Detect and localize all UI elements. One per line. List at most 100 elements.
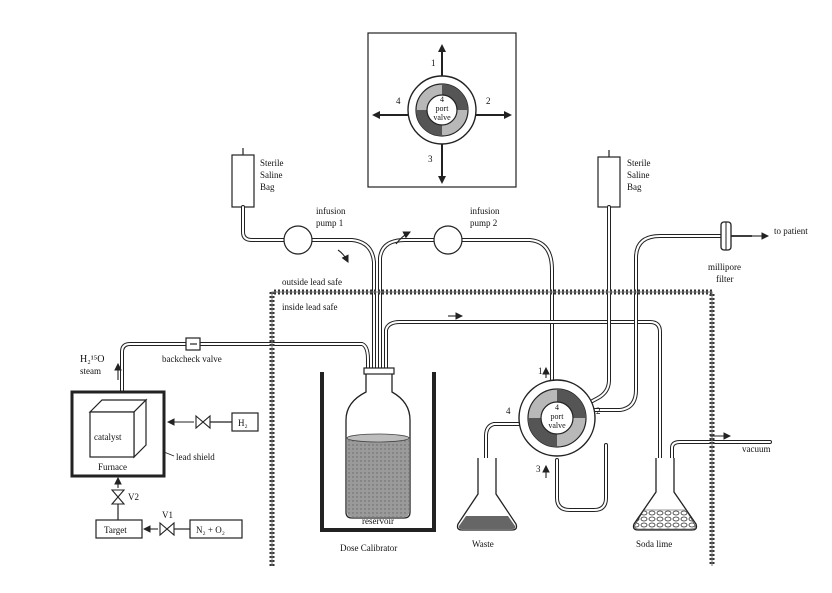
h2o-steam-word: steam: [80, 366, 101, 376]
main-valve-dark-sector-2: [528, 418, 557, 447]
furnace: catalyst Furnace lead shield: [70, 390, 215, 478]
h2o-steam-formula: H₂¹⁵O: [80, 354, 104, 365]
tube-valve-to-patient-inner: [594, 235, 721, 411]
inside-lead-safe-label: inside lead safe: [282, 302, 337, 312]
waste-flask-liquid: [458, 516, 516, 529]
right-bag-label-2: Saline: [627, 170, 650, 180]
outside-lead-safe-label: outside lead safe: [282, 277, 342, 287]
inset-port-2: 2: [486, 96, 491, 106]
soda-lime-flask: Soda lime: [632, 458, 698, 549]
lead-safe-wall-inner: [271, 291, 713, 566]
inset-port-4: 4: [396, 96, 401, 106]
main-valve-port-3: 3: [536, 464, 541, 474]
reservoir-cap: [363, 367, 395, 375]
left-bag-body: [231, 154, 255, 208]
lead-shield-label: lead shield: [176, 452, 215, 462]
catalyst-label: catalyst: [94, 432, 122, 442]
tube-valve-bottom-loop-inner: [556, 444, 607, 511]
soda-lime-label: Soda lime: [636, 539, 672, 549]
inset-port-1: 1: [431, 58, 436, 68]
inset-valve-label-2: port: [436, 104, 450, 113]
left-bag-label-3: Bag: [260, 182, 275, 192]
inset-valve-label-3: valve: [433, 113, 451, 122]
tube-reservoir-to-valve: [384, 320, 662, 472]
pump-1-label-1: infusion: [316, 206, 346, 216]
v1-label: V1: [162, 510, 173, 520]
tube-right-bag-to-valve-inner: [584, 206, 610, 406]
inset-arrow-left-icon: [372, 111, 380, 119]
millipore-label-1: millipore: [708, 262, 741, 272]
backcheck-valve-label: backcheck valve: [162, 354, 222, 364]
main-valve-dark-sector: [557, 389, 586, 418]
right-saline-bag: Sterile Saline Bag: [597, 150, 651, 208]
reservoir-label: reservoir: [362, 516, 394, 526]
main-valve-label-3: valve: [548, 421, 566, 430]
left-bag-label-1: Sterile: [260, 158, 284, 168]
steam-label-group: H₂¹⁵O steam: [80, 354, 122, 380]
main-valve: 4 port valve 1 2 3 4: [506, 366, 601, 478]
left-bag-label-2: Saline: [260, 170, 283, 180]
h2-box: [231, 412, 259, 432]
tube-vacuum-inner: [671, 441, 771, 506]
inset-arrow-up-icon: [438, 44, 446, 52]
to-patient-label: to patient: [774, 226, 808, 236]
waste-label: Waste: [472, 539, 494, 549]
vacuum-outlet: vacuum: [710, 432, 771, 454]
tube-steam-line-inner: [121, 343, 369, 441]
reservoir-bottle: reservoir: [345, 367, 411, 526]
tubing: [120, 205, 772, 512]
right-bag-label-3: Bag: [627, 182, 642, 192]
soda-lime-pebbles: [634, 509, 696, 530]
pump-1-flow-arrow-icon: [337, 249, 349, 263]
backcheck-valve: backcheck valve: [162, 337, 222, 364]
main-valve-label-2: port: [551, 412, 565, 421]
millipore-label-2: filter: [716, 274, 734, 284]
inset-arrow-down-icon: [438, 176, 446, 184]
pump-2-label-2: pump 2: [470, 218, 497, 228]
dose-calibrator-well: [320, 372, 436, 532]
pump-2-label-1: infusion: [470, 206, 500, 216]
left-saline-bag: Sterile Saline Bag: [231, 148, 284, 208]
tube-right-bag-to-valve: [583, 205, 611, 407]
n2-o2-box: [189, 519, 243, 539]
catalyst-cube-front: [89, 411, 135, 458]
main-valve-port-1: 1: [538, 366, 543, 376]
tube-valve-to-waste-inner: [485, 423, 521, 501]
pump-1-label-2: pump 1: [316, 218, 343, 228]
main-valve-core: [540, 401, 574, 435]
waste-flask-body: [456, 458, 518, 531]
right-bag-label-1: Sterile: [627, 158, 651, 168]
main-valve-label-1: 4: [555, 403, 559, 412]
pump-2-icon: [433, 225, 463, 255]
n2-o2-label: N₂ + O₂: [196, 525, 225, 535]
millipore-filter: to patient millipore filter: [708, 221, 808, 284]
dose-calibrator-label: Dose Calibrator: [340, 543, 397, 553]
lead-shield-pointer: [163, 451, 175, 457]
inset-valve-diagram: 4 port valve 1 2 3 4: [367, 32, 517, 188]
target-label: Target: [104, 525, 127, 535]
furnace-label: Furnace: [98, 462, 127, 472]
v2-label: V2: [128, 492, 139, 502]
vacuum-label: vacuum: [742, 444, 771, 454]
dose-calibrator: Dose Calibrator: [320, 372, 436, 553]
tube-reservoir-to-valve-inner: [385, 321, 661, 471]
reservoir-liquid-surface: [346, 433, 410, 443]
h2-label: H₂: [238, 418, 248, 428]
pump-2-flow-arrow-icon: [395, 231, 411, 245]
infusion-pump-2: infusion pump 2: [395, 206, 500, 255]
v2-valve-icon: [110, 489, 126, 505]
main-valve-port-2: 2: [596, 406, 601, 416]
right-bag-body: [597, 156, 621, 208]
inset-arrow-right-icon: [504, 111, 512, 119]
tube-left-bag-to-reservoir-inner: [242, 206, 375, 441]
inset-port-3: 3: [428, 154, 433, 164]
target-box: [95, 519, 143, 539]
main-valve-port-4: 4: [506, 406, 511, 416]
inset-valve-label-1: 4: [440, 95, 444, 104]
inset-valve-dark-sector-2: [416, 110, 442, 136]
v1-valve-icon: [159, 521, 175, 537]
inset-valve-dark-sector: [442, 84, 468, 110]
infusion-pump-1: infusion pump 1: [283, 206, 349, 263]
tube-pump2-to-reservoir-inner: [379, 239, 553, 441]
inset-valve-core: [426, 94, 458, 126]
